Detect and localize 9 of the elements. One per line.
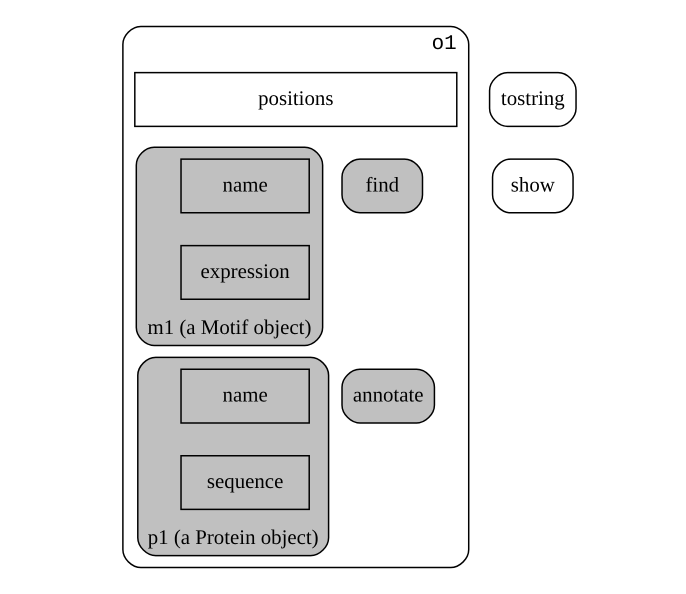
node-box: name <box>180 368 310 424</box>
node-box: annotate <box>340 368 435 424</box>
node-box: tostring <box>488 72 576 128</box>
node-box: find <box>340 158 423 214</box>
node-box: expression <box>180 244 310 300</box>
node-box: sequence <box>180 455 310 510</box>
node-box: show <box>491 158 574 214</box>
node-box: positions <box>134 72 458 128</box>
node-box: name <box>180 158 310 214</box>
